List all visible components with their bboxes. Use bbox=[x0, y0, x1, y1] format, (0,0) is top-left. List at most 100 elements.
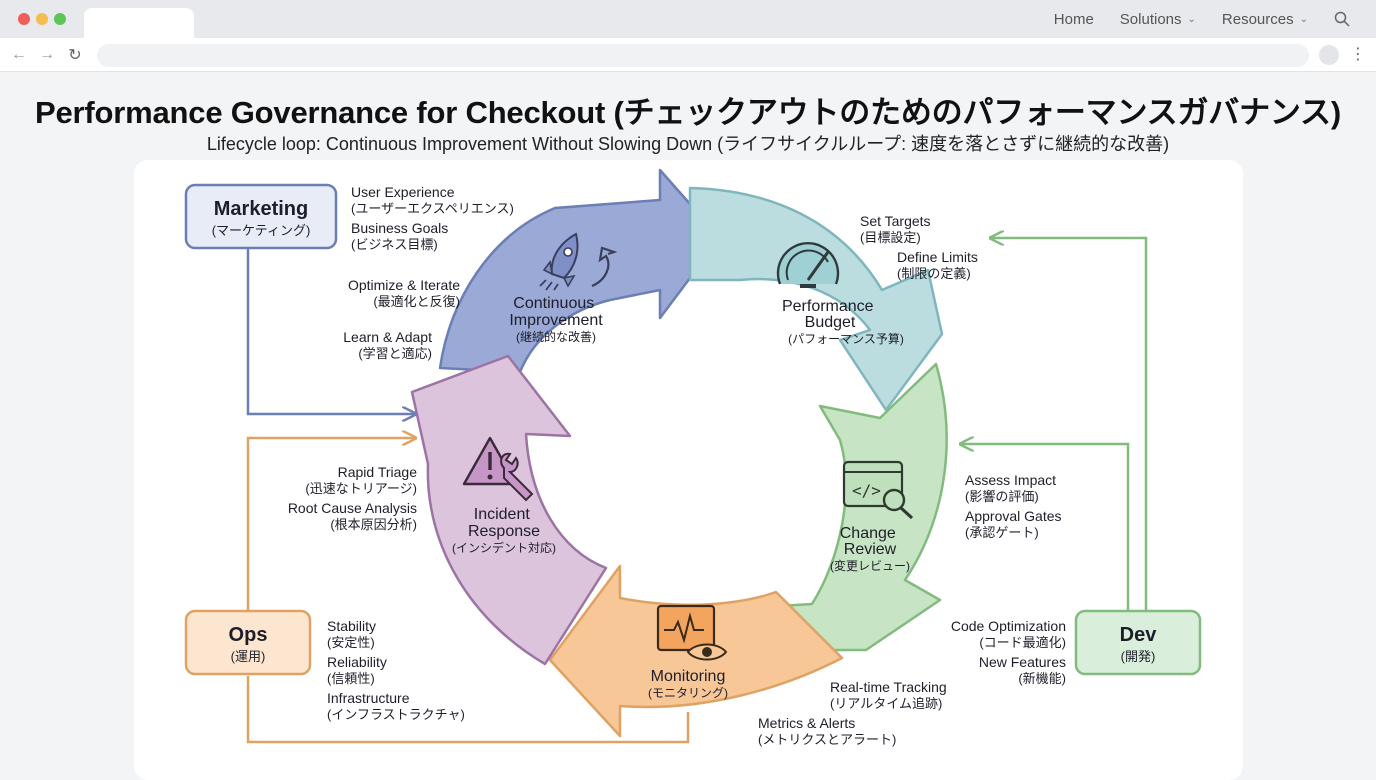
improvement-label-en2: Improvement bbox=[509, 312, 603, 329]
note-text: (承認ゲート) bbox=[965, 525, 1039, 540]
review-notes: Assess Impact (影響の評価) Approval Gates (承認… bbox=[965, 472, 1062, 540]
note-text: Define Limits bbox=[897, 249, 978, 265]
note-text: Rapid Triage bbox=[338, 464, 418, 480]
ops-title: Ops bbox=[229, 624, 268, 646]
incident-label-ja: (インシデント対応) bbox=[452, 540, 556, 555]
monitoring-notes: Real-time Tracking (リアルタイム追跡) Metrics & … bbox=[758, 679, 947, 747]
note-text: (目標設定) bbox=[860, 230, 921, 245]
note-text: New Features bbox=[979, 654, 1066, 670]
marketing-connector bbox=[246, 248, 414, 414]
note-text: (安定性) bbox=[327, 635, 375, 650]
reload-icon[interactable]: ↻ bbox=[68, 47, 82, 64]
dev-notes: Code Optimization (コード最適化) New Features … bbox=[951, 618, 1066, 686]
note-text: (影響の評価) bbox=[965, 489, 1039, 504]
budget-label-ja: (パフォーマンス予算) bbox=[788, 331, 904, 346]
budget-notes: Set Targets (目標設定) Define Limits (制限の定義) bbox=[860, 213, 978, 281]
note-text: Optimize & Iterate bbox=[348, 277, 460, 293]
nav-resources-label: Resources bbox=[1221, 10, 1294, 28]
note-text: (ユーザーエクスペリエンス) bbox=[351, 201, 514, 216]
search-icon[interactable] bbox=[1334, 11, 1350, 27]
svg-text:Performance Budget: Performance Budget bbox=[782, 298, 878, 331]
note-text: (根本原因分析) bbox=[330, 517, 417, 532]
site-nav: Home Solutions ⌄ Resources ⌄ bbox=[1054, 0, 1350, 38]
rocket-icon bbox=[539, 232, 618, 291]
dev-connector-top bbox=[992, 238, 1148, 610]
note-text: Set Targets bbox=[860, 213, 931, 229]
note-text: Stability bbox=[327, 618, 376, 634]
improvement-label-en1: Continuous bbox=[513, 295, 594, 312]
browser-tab[interactable] bbox=[84, 8, 194, 39]
nav-solutions-menu[interactable]: Solutions ⌄ bbox=[1120, 11, 1196, 28]
kebab-menu-icon[interactable]: ⋮ bbox=[1350, 46, 1366, 63]
note-text: Code Optimization bbox=[951, 618, 1066, 634]
improvement-label-ja: (継続的な改善) bbox=[516, 329, 596, 344]
budget-label-en1: Performance bbox=[782, 298, 874, 315]
note-text: Infrastructure bbox=[327, 690, 410, 706]
svg-text:Continuous Improvement: Continuous Improvement bbox=[509, 295, 603, 329]
page-subtitle: Lifecycle loop: Continuous Improvement W… bbox=[206, 134, 1170, 154]
monitoring-label-en: Monitoring bbox=[651, 668, 726, 685]
warning-wrench-icon bbox=[462, 436, 534, 502]
chevron-down-icon: ⌄ bbox=[1299, 13, 1308, 25]
window-close-button[interactable] bbox=[18, 13, 30, 25]
dev-connector-mid bbox=[962, 444, 1130, 610]
browser-toolbar: ← → ↻ ⋮ bbox=[0, 38, 1376, 72]
dev-title: Dev bbox=[1120, 624, 1158, 646]
note-text: Real-time Tracking bbox=[830, 679, 947, 695]
note-text: Learn & Adapt bbox=[343, 329, 432, 345]
gauge-icon bbox=[776, 242, 840, 288]
note-text: Assess Impact bbox=[965, 472, 1056, 488]
dev-subtitle: (開発) bbox=[1121, 649, 1156, 664]
marketing-title: Marketing bbox=[214, 198, 308, 220]
svg-text:</>: </> bbox=[852, 481, 881, 500]
improvement-notes: Optimize & Iterate (最適化と反復) Learn & Adap… bbox=[343, 277, 460, 361]
profile-avatar[interactable] bbox=[1319, 45, 1339, 65]
note-text: (最適化と反復) bbox=[373, 294, 460, 309]
note-text: User Experience bbox=[351, 184, 455, 200]
note-text: (学習と適応) bbox=[358, 346, 432, 361]
note-text: (インフラストラクチャ) bbox=[327, 707, 465, 722]
note-text: (新機能) bbox=[1018, 671, 1066, 686]
note-text: Approval Gates bbox=[965, 508, 1062, 524]
dev-box[interactable] bbox=[1074, 609, 1202, 676]
window-minimize-button[interactable] bbox=[36, 13, 48, 25]
note-text: Reliability bbox=[327, 654, 387, 670]
chevron-down-icon: ⌄ bbox=[1187, 13, 1196, 25]
arrow-left-icon[interactable]: ← bbox=[11, 46, 27, 63]
incident-response-arrow bbox=[410, 354, 608, 666]
note-text: Root Cause Analysis bbox=[288, 500, 417, 516]
note-text: Metrics & Alerts bbox=[758, 715, 855, 731]
note-text: (コード最適化) bbox=[979, 635, 1066, 650]
svg-text:Incident Response: Incident Response bbox=[468, 506, 540, 540]
nav-resources-menu[interactable]: Resources ⌄ bbox=[1222, 11, 1308, 28]
review-label-en2: Review bbox=[844, 541, 897, 558]
note-text: (メトリクスとアラート) bbox=[758, 732, 896, 747]
svg-text:Change Review: Change Review bbox=[840, 525, 901, 558]
note-text: (迅速なトリアージ) bbox=[305, 481, 417, 496]
note-text: (制限の定義) bbox=[897, 266, 971, 281]
ops-connector-top bbox=[246, 438, 414, 610]
page-title: Performance Governance for Checkout (チェッ… bbox=[35, 95, 1341, 130]
address-bar-input[interactable] bbox=[97, 44, 1309, 67]
browser-tab-bar: Home Solutions ⌄ Resources ⌄ bbox=[0, 0, 1376, 39]
nav-home-link[interactable]: Home bbox=[1054, 11, 1094, 28]
arrow-right-icon[interactable]: → bbox=[39, 46, 55, 63]
monitor-pulse-icon bbox=[656, 604, 728, 661]
nav-home-label: Home bbox=[1053, 10, 1094, 28]
ops-box[interactable] bbox=[184, 609, 312, 676]
note-text: (信頼性) bbox=[327, 671, 375, 686]
incident-notes: Rapid Triage (迅速なトリアージ) Root Cause Analy… bbox=[288, 464, 417, 532]
monitoring-label-ja: (モニタリング) bbox=[648, 686, 728, 700]
continuous-improvement-arrow bbox=[438, 168, 722, 374]
window-maximize-button[interactable] bbox=[54, 13, 66, 25]
note-text: (リアルタイム追跡) bbox=[830, 696, 942, 711]
note-text: Business Goals bbox=[351, 220, 448, 236]
code-review-icon: </> bbox=[842, 460, 914, 520]
marketing-box[interactable] bbox=[184, 183, 338, 250]
nav-solutions-label: Solutions bbox=[1119, 10, 1182, 28]
marketing-subtitle: (マーケティング) bbox=[212, 223, 311, 238]
ops-connector-bottom bbox=[246, 676, 690, 744]
review-label-ja: (変更レビュー) bbox=[830, 558, 910, 573]
budget-label-en2: Budget bbox=[805, 314, 856, 331]
